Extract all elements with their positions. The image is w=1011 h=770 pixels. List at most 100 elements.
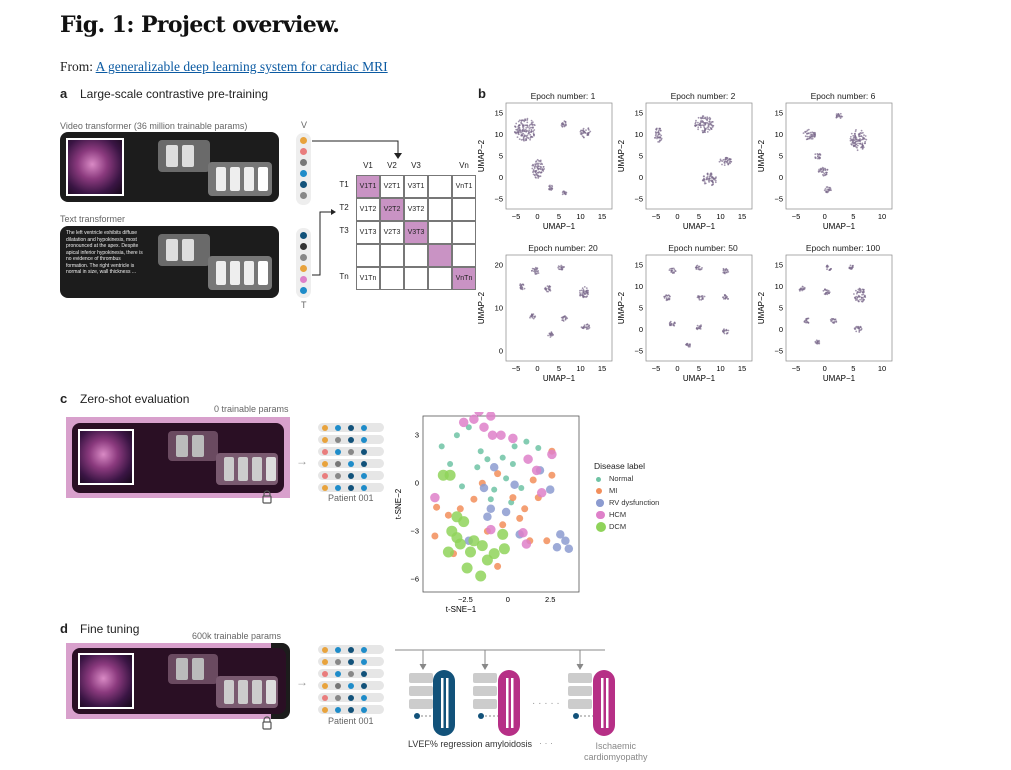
matrix-row-header: T3 [339, 226, 349, 235]
umap-point [714, 179, 717, 182]
umap-point [672, 324, 675, 327]
umap-point [588, 324, 590, 327]
umap-point [711, 180, 714, 183]
embedding-row [318, 693, 384, 702]
umap-point [814, 341, 817, 344]
umap-point [518, 127, 521, 129]
matrix-cell: V3T3 [404, 221, 428, 244]
umap-point [707, 128, 710, 131]
scatter-point [518, 485, 525, 491]
umap-point [701, 115, 704, 118]
umap-point [805, 132, 808, 135]
umap-point [858, 331, 861, 333]
scatter-point [489, 462, 499, 472]
scatter-point [531, 465, 542, 476]
umap-point [521, 134, 523, 137]
umap-point [550, 189, 553, 191]
umap-point [697, 268, 700, 271]
umap-point [533, 133, 535, 136]
umap-point [724, 297, 726, 300]
umap-point [695, 327, 698, 330]
umap-point [579, 130, 582, 133]
umap-point [860, 290, 862, 293]
umap-point [547, 334, 549, 337]
umap-point [858, 133, 861, 135]
umap-point [520, 131, 522, 134]
umap-point [830, 317, 833, 320]
umap-point [862, 299, 865, 302]
umap-point [711, 126, 714, 128]
umap-point [855, 298, 857, 300]
scatter-point [498, 543, 510, 555]
umap-point [527, 126, 529, 129]
umap-point [856, 144, 859, 147]
umap-point [562, 316, 565, 319]
umap-point [671, 270, 674, 272]
scatter-point [508, 433, 518, 444]
umap-point [852, 136, 855, 139]
umap-point [856, 291, 859, 294]
umap-point [584, 132, 587, 134]
umap-point [526, 134, 529, 137]
y-tick-label: 0 [415, 479, 419, 488]
umap-point [522, 124, 525, 127]
y-tick-label: 10 [635, 130, 643, 139]
umap-point [669, 321, 671, 324]
x-tick-label: −5 [792, 212, 801, 221]
umap-point [547, 287, 550, 290]
x-tick-label: 2.5 [545, 595, 555, 604]
umap-point [530, 135, 532, 138]
scatter-point [438, 443, 445, 450]
umap-point [710, 128, 713, 130]
x-tick-label: 15 [738, 364, 746, 373]
umap-point [584, 293, 586, 296]
umap-point [825, 265, 828, 268]
y-tick-label: 15 [775, 109, 783, 118]
task-dots: · · · [539, 738, 553, 748]
matrix-cell: V1T1 [356, 175, 380, 198]
matrix-cell: VnT1 [452, 175, 476, 198]
umap-point [686, 342, 689, 345]
umap-point [710, 121, 713, 124]
x-tick-label: 0 [535, 212, 539, 221]
matrix-cell [428, 198, 452, 221]
scatter-point [499, 454, 506, 461]
umap-point [673, 268, 676, 271]
scatter-point [545, 485, 555, 494]
umap-point [826, 191, 828, 194]
y-tick-label: 20 [495, 261, 503, 270]
umap-point [700, 268, 703, 271]
umap-point [814, 153, 817, 156]
umap-point [852, 144, 855, 147]
x-tick-label: 10 [878, 364, 886, 373]
umap-point [517, 128, 519, 131]
x-axis-label: t-SNE−1 [446, 605, 477, 612]
umap-point [859, 143, 862, 145]
umap-point [829, 187, 832, 190]
umap-point [669, 323, 672, 326]
umap-point [668, 298, 671, 301]
source-article-link[interactable]: A generalizable deep learning system for… [95, 59, 388, 74]
x-tick-label: 5 [851, 212, 855, 221]
panel-b-letter: b [478, 86, 486, 101]
umap-point [823, 288, 826, 291]
scatter-point [444, 469, 456, 481]
x-tick-label: 0 [675, 364, 679, 373]
legend-label: MI [609, 486, 618, 495]
umap-point [557, 266, 560, 269]
y-axis-label: UMAP−2 [758, 139, 766, 172]
umap-point [851, 264, 854, 267]
umap-point [695, 119, 697, 122]
umap-point [809, 136, 812, 139]
umap-point [718, 160, 721, 163]
matrix-cell: V2T2 [380, 198, 404, 221]
umap-point [861, 298, 863, 301]
umap-point [708, 120, 711, 123]
y-axis-label: t-SNE−2 [394, 488, 403, 519]
x-tick-label: 10 [716, 364, 724, 373]
umap-point [560, 267, 563, 269]
text-encoder-block-1 [158, 234, 210, 266]
y-tick-label: 0 [779, 173, 783, 182]
umap-point [832, 318, 835, 320]
